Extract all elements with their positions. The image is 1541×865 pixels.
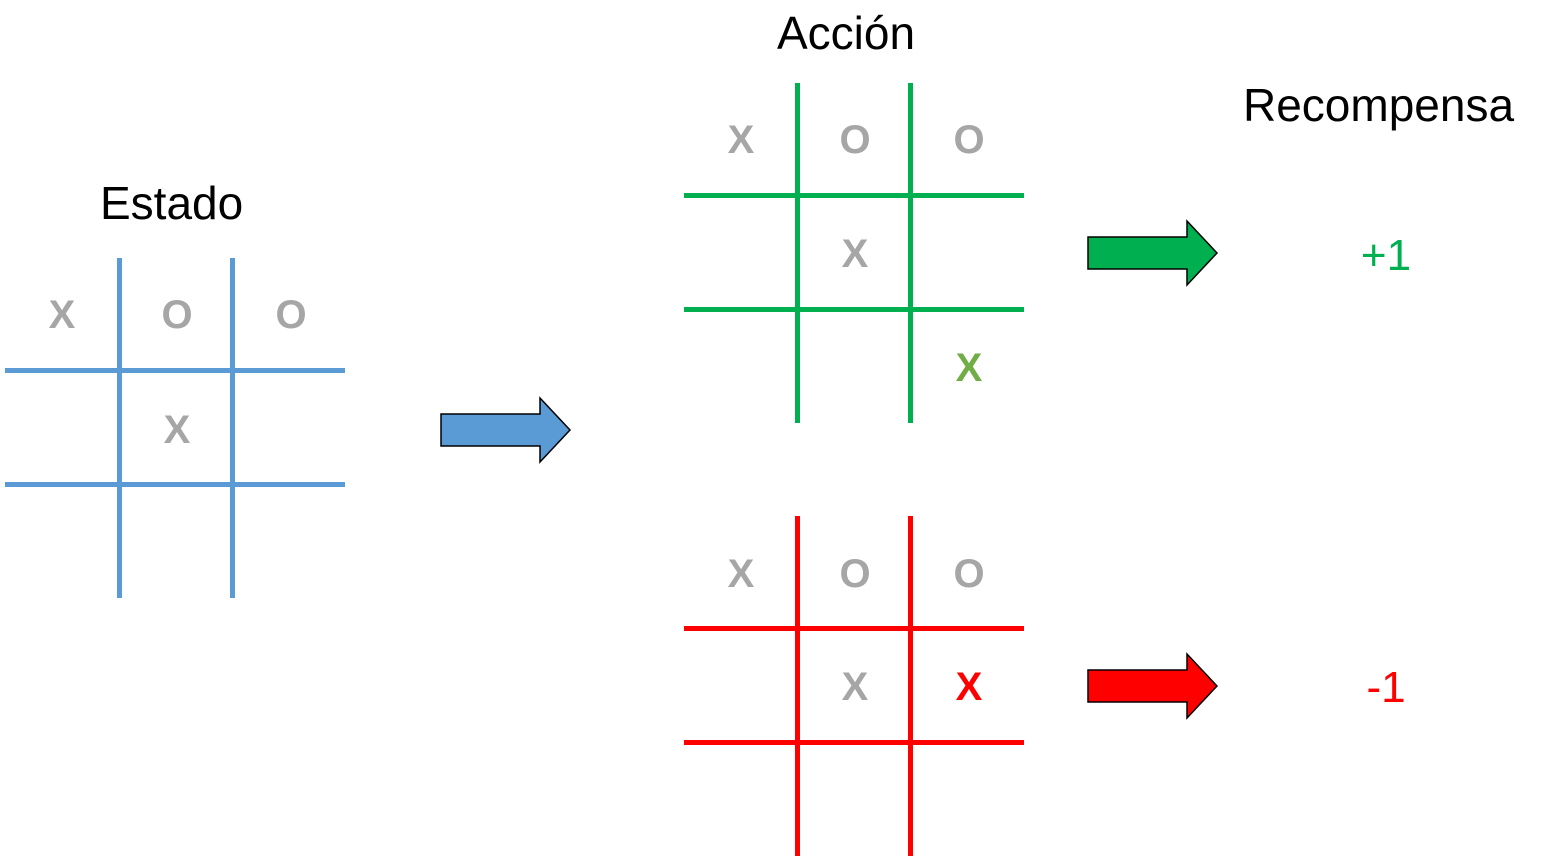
grid-line	[117, 258, 122, 598]
cell-mark: O	[161, 293, 193, 337]
cell-mark-new-move: X	[955, 665, 983, 709]
grid-line	[908, 83, 913, 423]
state-title: Estado	[100, 177, 244, 229]
grid-line	[684, 740, 1024, 745]
action-board-bad: X O O X X	[684, 516, 1024, 856]
grid-line	[795, 83, 800, 423]
cell-mark: O	[953, 118, 985, 162]
cell-mark: X	[48, 293, 76, 337]
grid-line	[684, 193, 1024, 198]
reward-positive: +1	[1360, 231, 1412, 280]
grid-line	[684, 307, 1024, 312]
grid-line	[5, 482, 345, 487]
cell-mark: X	[727, 552, 755, 596]
cell-mark: O	[953, 552, 985, 596]
action-title: Acción	[777, 7, 916, 59]
cell-mark-new-move: X	[955, 346, 983, 390]
state-board: X O O X	[5, 258, 345, 598]
right-arrow-icon	[440, 396, 572, 464]
reward-negative: -1	[1366, 663, 1406, 712]
grid-line	[684, 626, 1024, 631]
cell-mark: O	[275, 293, 307, 337]
cell-mark: X	[163, 408, 191, 452]
grid-line	[795, 516, 800, 856]
right-arrow-icon	[1087, 219, 1219, 287]
grid-line	[908, 516, 913, 856]
grid-line	[230, 258, 235, 598]
action-board-good: X O O X X	[684, 83, 1024, 423]
cell-mark: X	[841, 665, 869, 709]
cell-mark: O	[839, 552, 871, 596]
reward-title: Recompensa	[1243, 79, 1515, 131]
cell-mark: X	[841, 232, 869, 276]
right-arrow-icon	[1087, 652, 1219, 720]
cell-mark: X	[727, 118, 755, 162]
grid-line	[5, 368, 345, 373]
cell-mark: O	[839, 118, 871, 162]
